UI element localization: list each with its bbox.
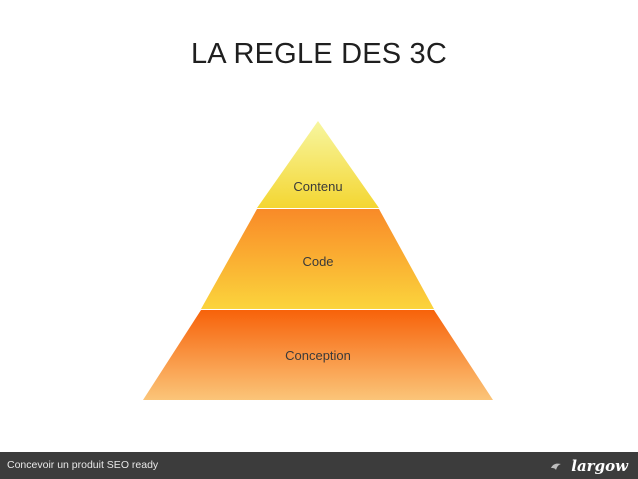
footer-text: Concevoir un produit SEO ready (7, 459, 159, 471)
pyramid-layer-conception: Conception (143, 310, 493, 400)
pyramid-layer-middle-shape (201, 209, 434, 309)
layer-label-code: Code (302, 254, 333, 269)
layer-label-conception: Conception (285, 348, 351, 363)
pyramid-layer-code: Code (201, 209, 434, 309)
layer-label-contenu: Contenu (293, 179, 342, 194)
pyramid-layer-top-shape (257, 121, 379, 208)
bird-icon (551, 463, 562, 470)
pyramid-layer-contenu: Contenu (257, 121, 379, 208)
pyramid-layer-bottom-shape (143, 310, 493, 400)
brand-name: largow (571, 456, 628, 475)
brand-logo: largow (549, 454, 628, 477)
footer-bar: Concevoir un produit SEO ready largow (0, 452, 638, 479)
slide-title: LA REGLE DES 3C (190, 38, 448, 70)
